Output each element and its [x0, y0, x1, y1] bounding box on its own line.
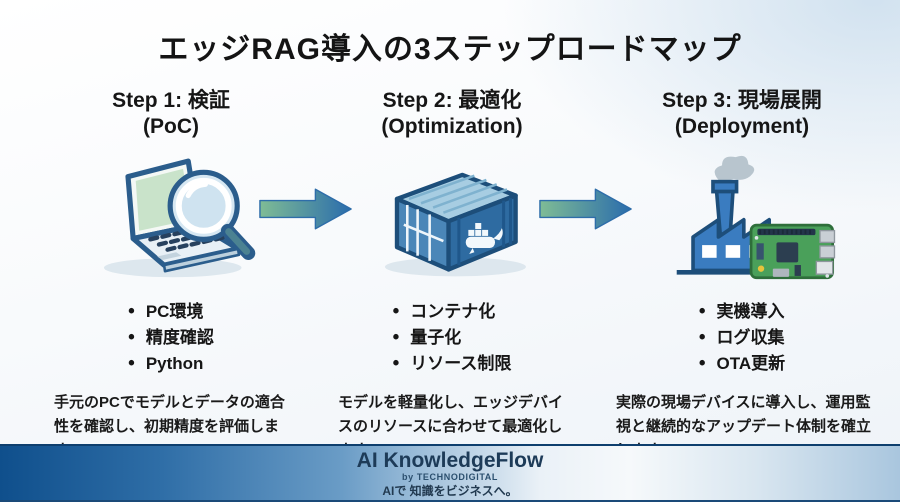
step-3-heading-line1: Step 3: 現場展開: [662, 89, 822, 112]
bullet-item: PC環境: [128, 299, 214, 325]
bullet-item: リソース制限: [393, 351, 511, 377]
step-1-bullets: PC環境 精度確認 Python: [128, 299, 214, 377]
step-2-heading-line2: (Optimization): [381, 114, 523, 138]
bullet-item: 量子化: [393, 325, 512, 351]
step-1-heading-line1: Step 1: 検証: [112, 89, 230, 112]
arrow-step2-to-step3-icon: [539, 187, 633, 231]
step-3-bullets: 実機導入 ログ収集 OTA更新: [699, 299, 786, 377]
step-3-column: Step 3: 現場展開 (Deployment): [604, 88, 880, 463]
step-1-column: Step 1: 検証 (PoC): [42, 88, 300, 463]
bullet-item: コンテナ化: [393, 299, 512, 325]
brand-byline: by TECHNODIGITAL: [402, 471, 498, 482]
bullet-item: OTA更新: [699, 351, 786, 377]
bullet-item: Python: [128, 351, 214, 377]
arrow-step1-to-step2-icon: [259, 187, 353, 231]
step-2-bullets: コンテナ化 量子化 リソース制限: [393, 299, 512, 377]
page-title: エッジRAG導入の3ステップロードマップ: [158, 33, 742, 66]
step-1-heading-line2: (PoC): [143, 114, 199, 138]
step-2-heading: Step 2: 最適化 (Optimization): [326, 88, 578, 139]
laptop-magnifier-icon: [42, 147, 300, 287]
factory-raspberry-pi-icon: [604, 147, 880, 287]
step-1-heading: Step 1: 検証 (PoC): [42, 88, 300, 139]
step-3-heading-line2: (Deployment): [674, 114, 810, 138]
step-2-heading-line1: Step 2: 最適化: [382, 89, 522, 112]
bullet-item: ログ収集: [699, 325, 785, 351]
step-3-heading: Step 3: 現場展開 (Deployment): [604, 88, 880, 139]
docker-container-icon: [326, 147, 578, 287]
brand-logo-text: AI KnowledgeFlow: [356, 448, 544, 472]
bullet-item: 精度確認: [128, 325, 214, 351]
bullet-item: 実機導入: [699, 299, 785, 325]
step-2-column: Step 2: 最適化 (Optimization): [326, 88, 578, 463]
brand-tagline: AIで 知識をビジネスへ。: [382, 483, 518, 498]
footer-banner: AI KnowledgeFlow by TECHNODIGITAL AIで 知識…: [0, 444, 900, 502]
